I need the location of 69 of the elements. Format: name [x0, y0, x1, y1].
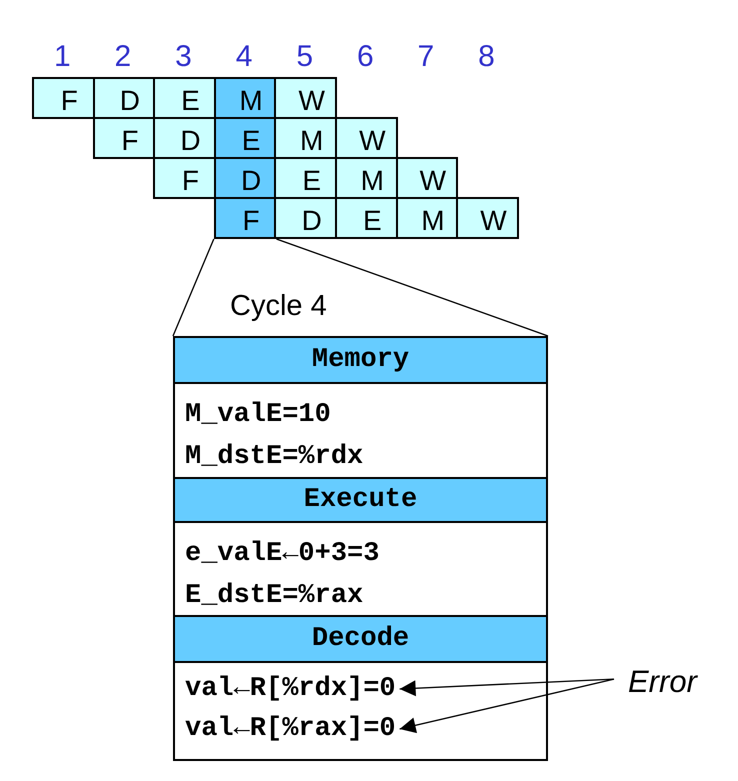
zoom-line	[172, 238, 214, 336]
register-value: E_dstE=%rax	[185, 580, 364, 613]
stage-header	[173, 336, 548, 384]
cycle-number: 4	[236, 40, 252, 74]
stage-cell	[214, 77, 276, 119]
stage-letter: M	[421, 207, 445, 237]
register-value: M_valE=10	[185, 399, 332, 432]
stage-letter: W	[420, 167, 446, 197]
register-value: e_valE←0+3=3	[185, 538, 380, 571]
stage-title: Decode	[312, 624, 410, 654]
stage-letter: W	[298, 87, 325, 117]
cycle-number: 6	[356, 40, 374, 74]
stage-title: Memory	[312, 345, 410, 375]
stage-cell	[153, 117, 216, 159]
register-panel	[173, 382, 548, 479]
stage-cell	[92, 117, 156, 159]
stage-letter: D	[180, 127, 201, 157]
stage-letter: F	[60, 87, 78, 117]
stage-cell	[274, 197, 337, 239]
stage-cell	[32, 77, 95, 119]
stage-cell	[274, 77, 337, 119]
arrow	[400, 678, 614, 696]
stage-letter: F	[242, 207, 260, 237]
stage-letter: E	[242, 127, 260, 157]
stage-letter: M	[300, 127, 324, 157]
stage-letter: E	[302, 167, 322, 197]
stage-cell	[335, 157, 398, 199]
stage-letter: D	[240, 167, 262, 197]
stage-cell	[456, 197, 519, 239]
stage-cell	[214, 117, 276, 159]
stage-header	[173, 477, 548, 523]
stage-letter: F	[121, 127, 138, 157]
cycle-caption: Cycle 4	[230, 290, 327, 323]
register-value: val←R[%rax]=0	[185, 711, 396, 747]
stage-cell	[335, 117, 398, 159]
cycle-number: 5	[296, 40, 314, 74]
stage-title: Execute	[304, 485, 418, 515]
cycle-number: 3	[175, 40, 192, 74]
stage-letter: M	[360, 167, 384, 197]
stage-cell	[274, 157, 337, 199]
stage-letter: D	[120, 87, 140, 117]
stage-cell	[92, 77, 156, 119]
cycle-number: 8	[478, 40, 495, 74]
stage-cell	[153, 157, 216, 199]
stage-header	[173, 615, 548, 663]
stage-letter: E	[362, 207, 382, 237]
stage-letter: D	[302, 207, 322, 237]
stage-letter: F	[182, 167, 200, 197]
stage-cell	[274, 117, 337, 159]
stage-letter: W	[480, 207, 507, 237]
stage-letter: M	[239, 87, 263, 117]
stage-cell	[335, 197, 398, 239]
stage-cell	[396, 157, 458, 199]
cycle-number: 7	[418, 40, 434, 74]
register-panel	[173, 661, 548, 761]
stage-cell	[396, 197, 458, 239]
annotation-text: Error	[628, 664, 697, 700]
stage-letter: W	[359, 127, 386, 157]
zoom-line	[276, 238, 548, 337]
register-value: val←R[%rdx]=0	[185, 671, 396, 707]
stage-cell	[214, 197, 276, 239]
arrow	[400, 678, 614, 734]
cycle-number: 2	[114, 40, 132, 74]
register-panel	[173, 521, 548, 617]
stage-cell	[214, 157, 276, 199]
stage-cell	[153, 77, 216, 119]
cycle-number: 1	[54, 40, 71, 74]
register-value: M_dstE=%rdx	[185, 441, 364, 474]
stage-letter: E	[181, 87, 200, 117]
